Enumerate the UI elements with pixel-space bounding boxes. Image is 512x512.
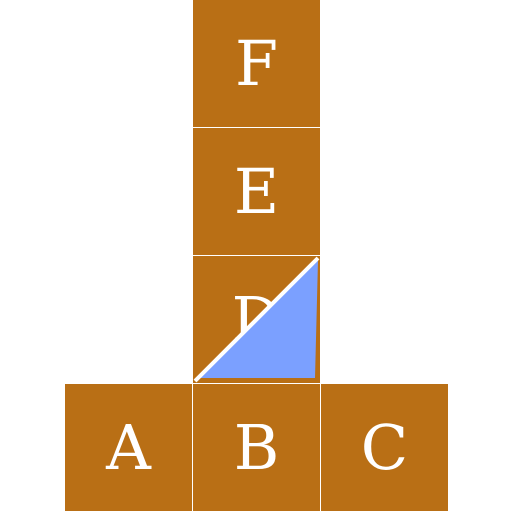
tile-f-label: F [234,26,279,100]
tile-c: C [321,384,448,511]
tile-a: A [65,384,192,511]
tile-a-label: A [106,410,151,484]
tile-b: B [193,384,320,511]
tile-b-label: B [233,410,280,484]
tile-c-label: C [360,410,409,484]
tile-f: F [193,0,320,127]
tile-e-label: E [233,154,280,228]
tile-e: E [193,128,320,255]
folded-corner-triangle [193,256,320,383]
triangle-diagonal-edge [193,256,320,383]
tile-d: D [193,256,320,383]
